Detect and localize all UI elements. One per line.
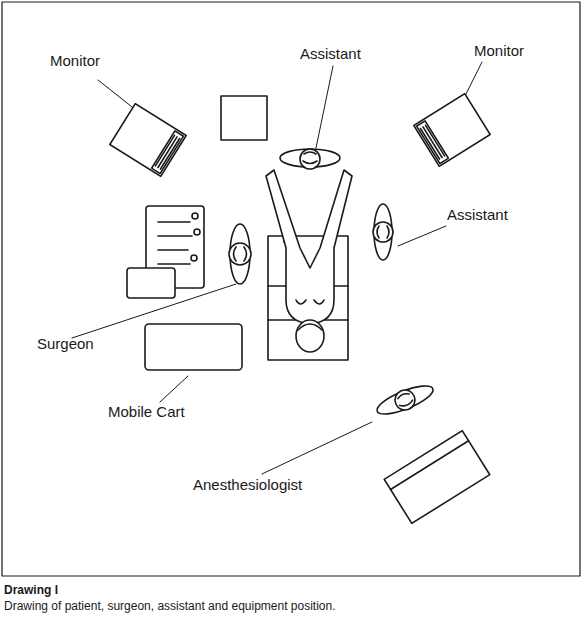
mobile-cart <box>145 324 242 370</box>
part-label: Surgeon <box>37 335 94 353</box>
part-label: Monitor <box>50 52 100 70</box>
part-label: Anesthesiologist <box>193 476 302 494</box>
part-label: Monitor <box>474 42 524 60</box>
frame <box>2 2 580 576</box>
monitor <box>110 104 186 177</box>
figure-caption: Drawing of patient, surgeon, assistant a… <box>4 597 336 615</box>
surgeon-figure <box>229 224 251 284</box>
part-label: Assistant <box>300 45 361 63</box>
patient <box>266 170 352 352</box>
monitor <box>414 94 490 167</box>
instrument-stand <box>221 96 267 140</box>
figure-title: Drawing I <box>4 581 58 599</box>
leader-lines <box>72 62 482 474</box>
part-label: Assistant <box>447 206 508 224</box>
assistant-figure <box>373 204 393 260</box>
instrument-table <box>127 206 204 298</box>
part-label: Mobile Cart <box>108 403 185 421</box>
anesthesia-machine <box>384 431 490 524</box>
assistant-figure <box>280 149 340 169</box>
anesthesiologist-figure <box>373 379 436 420</box>
